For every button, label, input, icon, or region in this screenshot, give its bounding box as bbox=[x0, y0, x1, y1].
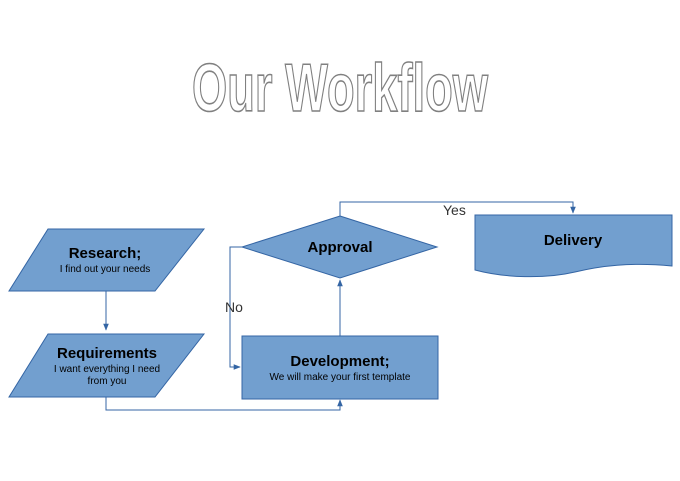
edge-label-yes: Yes bbox=[443, 202, 466, 218]
node-development: Development; We will make your first tem… bbox=[241, 335, 439, 400]
node-approval: Approval bbox=[240, 215, 439, 279]
development-title: Development; bbox=[290, 353, 389, 370]
research-title: Research; bbox=[69, 245, 142, 262]
node-requirements: Requirements I want everything I need fr… bbox=[8, 333, 206, 398]
approval-diamond bbox=[240, 215, 439, 279]
approval-title: Approval bbox=[307, 239, 372, 256]
research-line-1: I find out your needs bbox=[60, 264, 151, 275]
edge-approval-delivery: Yes bbox=[339, 201, 576, 218]
development-line-1: We will make your first template bbox=[270, 372, 411, 383]
node-delivery: Delivery bbox=[474, 214, 673, 278]
delivery-title: Delivery bbox=[544, 232, 603, 249]
diagram-title: Our Workflow bbox=[192, 50, 489, 126]
edge-approval-development: No bbox=[225, 246, 243, 370]
requirements-line-2: from you bbox=[88, 376, 127, 387]
research-parallelogram bbox=[8, 228, 206, 292]
requirements-line-1: I want everything I need bbox=[54, 364, 160, 375]
node-research: Research; I find out your needs bbox=[8, 228, 206, 292]
delivery-document-shape bbox=[474, 214, 673, 278]
edge-requirements-development bbox=[105, 397, 343, 411]
requirements-parallelogram bbox=[8, 333, 206, 398]
development-rectangle bbox=[241, 335, 439, 400]
edge-label-no: No bbox=[225, 299, 243, 315]
requirements-title: Requirements bbox=[57, 345, 157, 362]
